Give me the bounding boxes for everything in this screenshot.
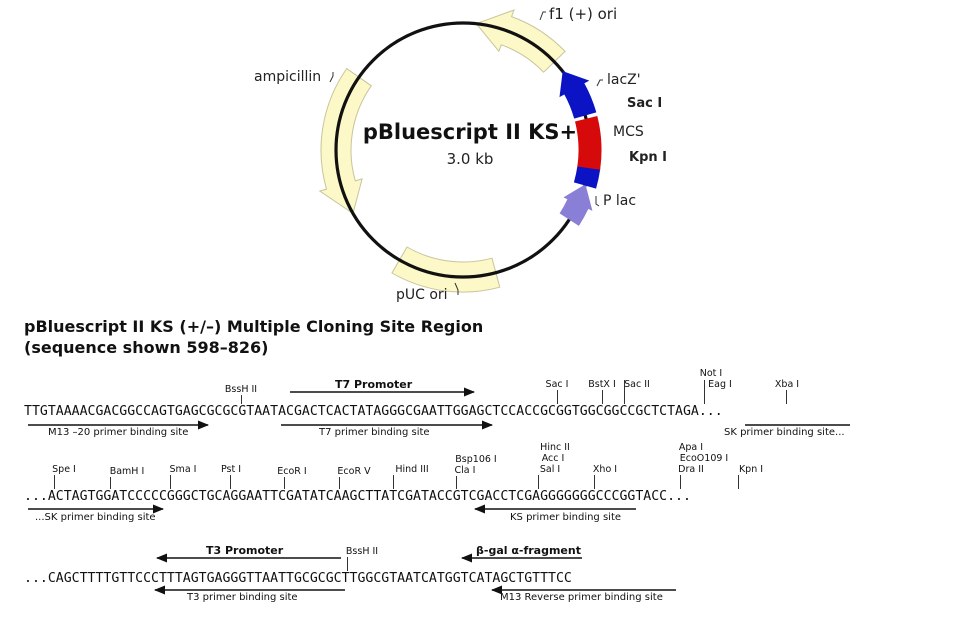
site-sac-ii: Sac II	[624, 379, 650, 390]
tick-ecor-i	[284, 477, 285, 489]
puc-ori-label: pUC ori	[396, 287, 448, 303]
site-eag-i: Eag I	[708, 379, 732, 390]
site-bssh-ii: BssH II	[224, 384, 258, 395]
tick-bamh-i	[110, 477, 111, 489]
tick-apa-i	[680, 475, 681, 489]
sac-i-label: Sac I	[627, 96, 663, 111]
site-pst-i: Pst I	[220, 464, 242, 475]
kpn-i-label: Kpn I	[629, 150, 667, 165]
plac-arc	[559, 184, 593, 226]
t7-promoter-label: T7 Promoter	[335, 378, 413, 391]
lacz-lower-arc	[573, 165, 601, 189]
site-xho-i: Xho I	[592, 464, 618, 475]
ks-primer-label: KS primer binding site	[510, 512, 622, 523]
sk-primer-label-1: SK primer binding site...	[724, 427, 845, 438]
tick-hind-iii	[393, 475, 394, 489]
tick-sac-i	[557, 390, 558, 404]
tick-bssh-ii-2	[347, 557, 348, 571]
site-sac-i: Sac I	[545, 379, 569, 390]
tick-xho-i	[594, 475, 595, 489]
m13-20-primer-label: M13 –20 primer binding site	[48, 427, 189, 438]
ampicillin-leader-line	[329, 72, 334, 83]
tick-sal-i	[538, 475, 539, 489]
tick-sac-ii	[624, 380, 625, 404]
site-bsp106-i: Bsp106 I	[455, 454, 497, 465]
tick-kpn-i	[738, 475, 739, 489]
tick-xba-i	[786, 390, 787, 404]
t7-primer-label: T7 primer binding site	[319, 427, 430, 438]
tick-bssh-ii	[241, 395, 242, 404]
mcs-title: pBluescript II KS (+/–) Multiple Cloning…	[24, 316, 483, 358]
site-dra-ii: Dra II	[678, 464, 704, 475]
lacz-label: lacZ'	[607, 72, 641, 88]
site-ecoo109-i: EcoO109 I	[679, 453, 729, 464]
mcs-sequence-row-1: TTGTAAAACGACGGCCAGTGAGCGCGCGTAATACGACTCA…	[24, 404, 723, 419]
tick-bstx-i	[602, 390, 603, 404]
ampicillin-label: ampicillin	[254, 69, 322, 85]
site-hinc-ii: Hinc II	[540, 442, 570, 453]
plasmid-map	[318, 9, 603, 295]
mcs-title-line1: pBluescript II KS (+/–) Multiple Cloning…	[24, 317, 484, 336]
site-bstx-i: BstX I	[588, 379, 616, 390]
mcs-sequence-row-2: ...ACTAGTGGATCCCCCGGGCTGCAGGAATTCGATATCA…	[24, 489, 691, 504]
mcs-arrows	[28, 387, 850, 595]
site-kpn-i: Kpn I	[738, 464, 764, 475]
site-spe-i: Spe I	[52, 464, 76, 475]
tick-pst-i	[230, 475, 231, 489]
plac-label: P lac	[603, 193, 637, 209]
mcs-arc	[574, 115, 602, 170]
tick-cla-i	[456, 476, 457, 489]
puc-leader-line	[454, 282, 459, 295]
t3-primer-label: T3 primer binding site	[187, 592, 298, 603]
m13-reverse-primer-label: M13 Reverse primer binding site	[500, 592, 663, 603]
lacz-arc	[559, 71, 597, 119]
beta-gal-label: β-gal α-fragment	[476, 544, 581, 557]
site-ecor-i: EcoR I	[277, 466, 307, 477]
plasmid-name: pBluescript II KS+	[362, 120, 578, 144]
f1-leader-line	[539, 11, 546, 21]
site-sma-i: Sma I	[169, 464, 197, 475]
site-apa-i: Apa I	[678, 442, 704, 453]
tick-not-i	[704, 380, 705, 404]
plasmid-features	[318, 9, 566, 293]
site-acc-i: Acc I	[541, 453, 565, 464]
tick-ecor-v	[339, 477, 340, 489]
tick-spe-i	[54, 475, 55, 489]
plasmid-features-top	[559, 71, 602, 226]
tick-sma-i	[170, 475, 171, 489]
site-bssh-ii-2: BssH II	[345, 546, 379, 557]
site-bamh-i: BamH I	[109, 466, 145, 477]
f1-ori-label: f1 (+) ori	[549, 5, 618, 23]
plac-leader-line	[595, 196, 600, 207]
sk-primer-label-2: ...SK primer binding site	[35, 512, 156, 523]
site-cla-i: Cla I	[454, 465, 476, 476]
plasmid-size: 3.0 kb	[446, 150, 494, 168]
site-hind-iii: Hind III	[395, 464, 429, 475]
site-xba-i: Xba I	[774, 379, 800, 390]
puc-ori-arc	[391, 246, 501, 293]
mcs-sequence-row-3: ...CAGCTTTTGTTCCCTTTAGTGAGGGTTAATTGCGCGC…	[24, 571, 572, 586]
mcs-title-line2: (sequence shown 598–826)	[24, 338, 269, 357]
lacz-leader-line	[596, 79, 603, 87]
site-ecor-v: EcoR V	[337, 466, 371, 477]
site-sal-i: Sal I	[539, 464, 561, 475]
t3-promoter-label: T3 Promoter	[206, 544, 284, 557]
mcs-label: MCS	[613, 124, 644, 140]
site-not-i: Not I	[699, 368, 723, 379]
